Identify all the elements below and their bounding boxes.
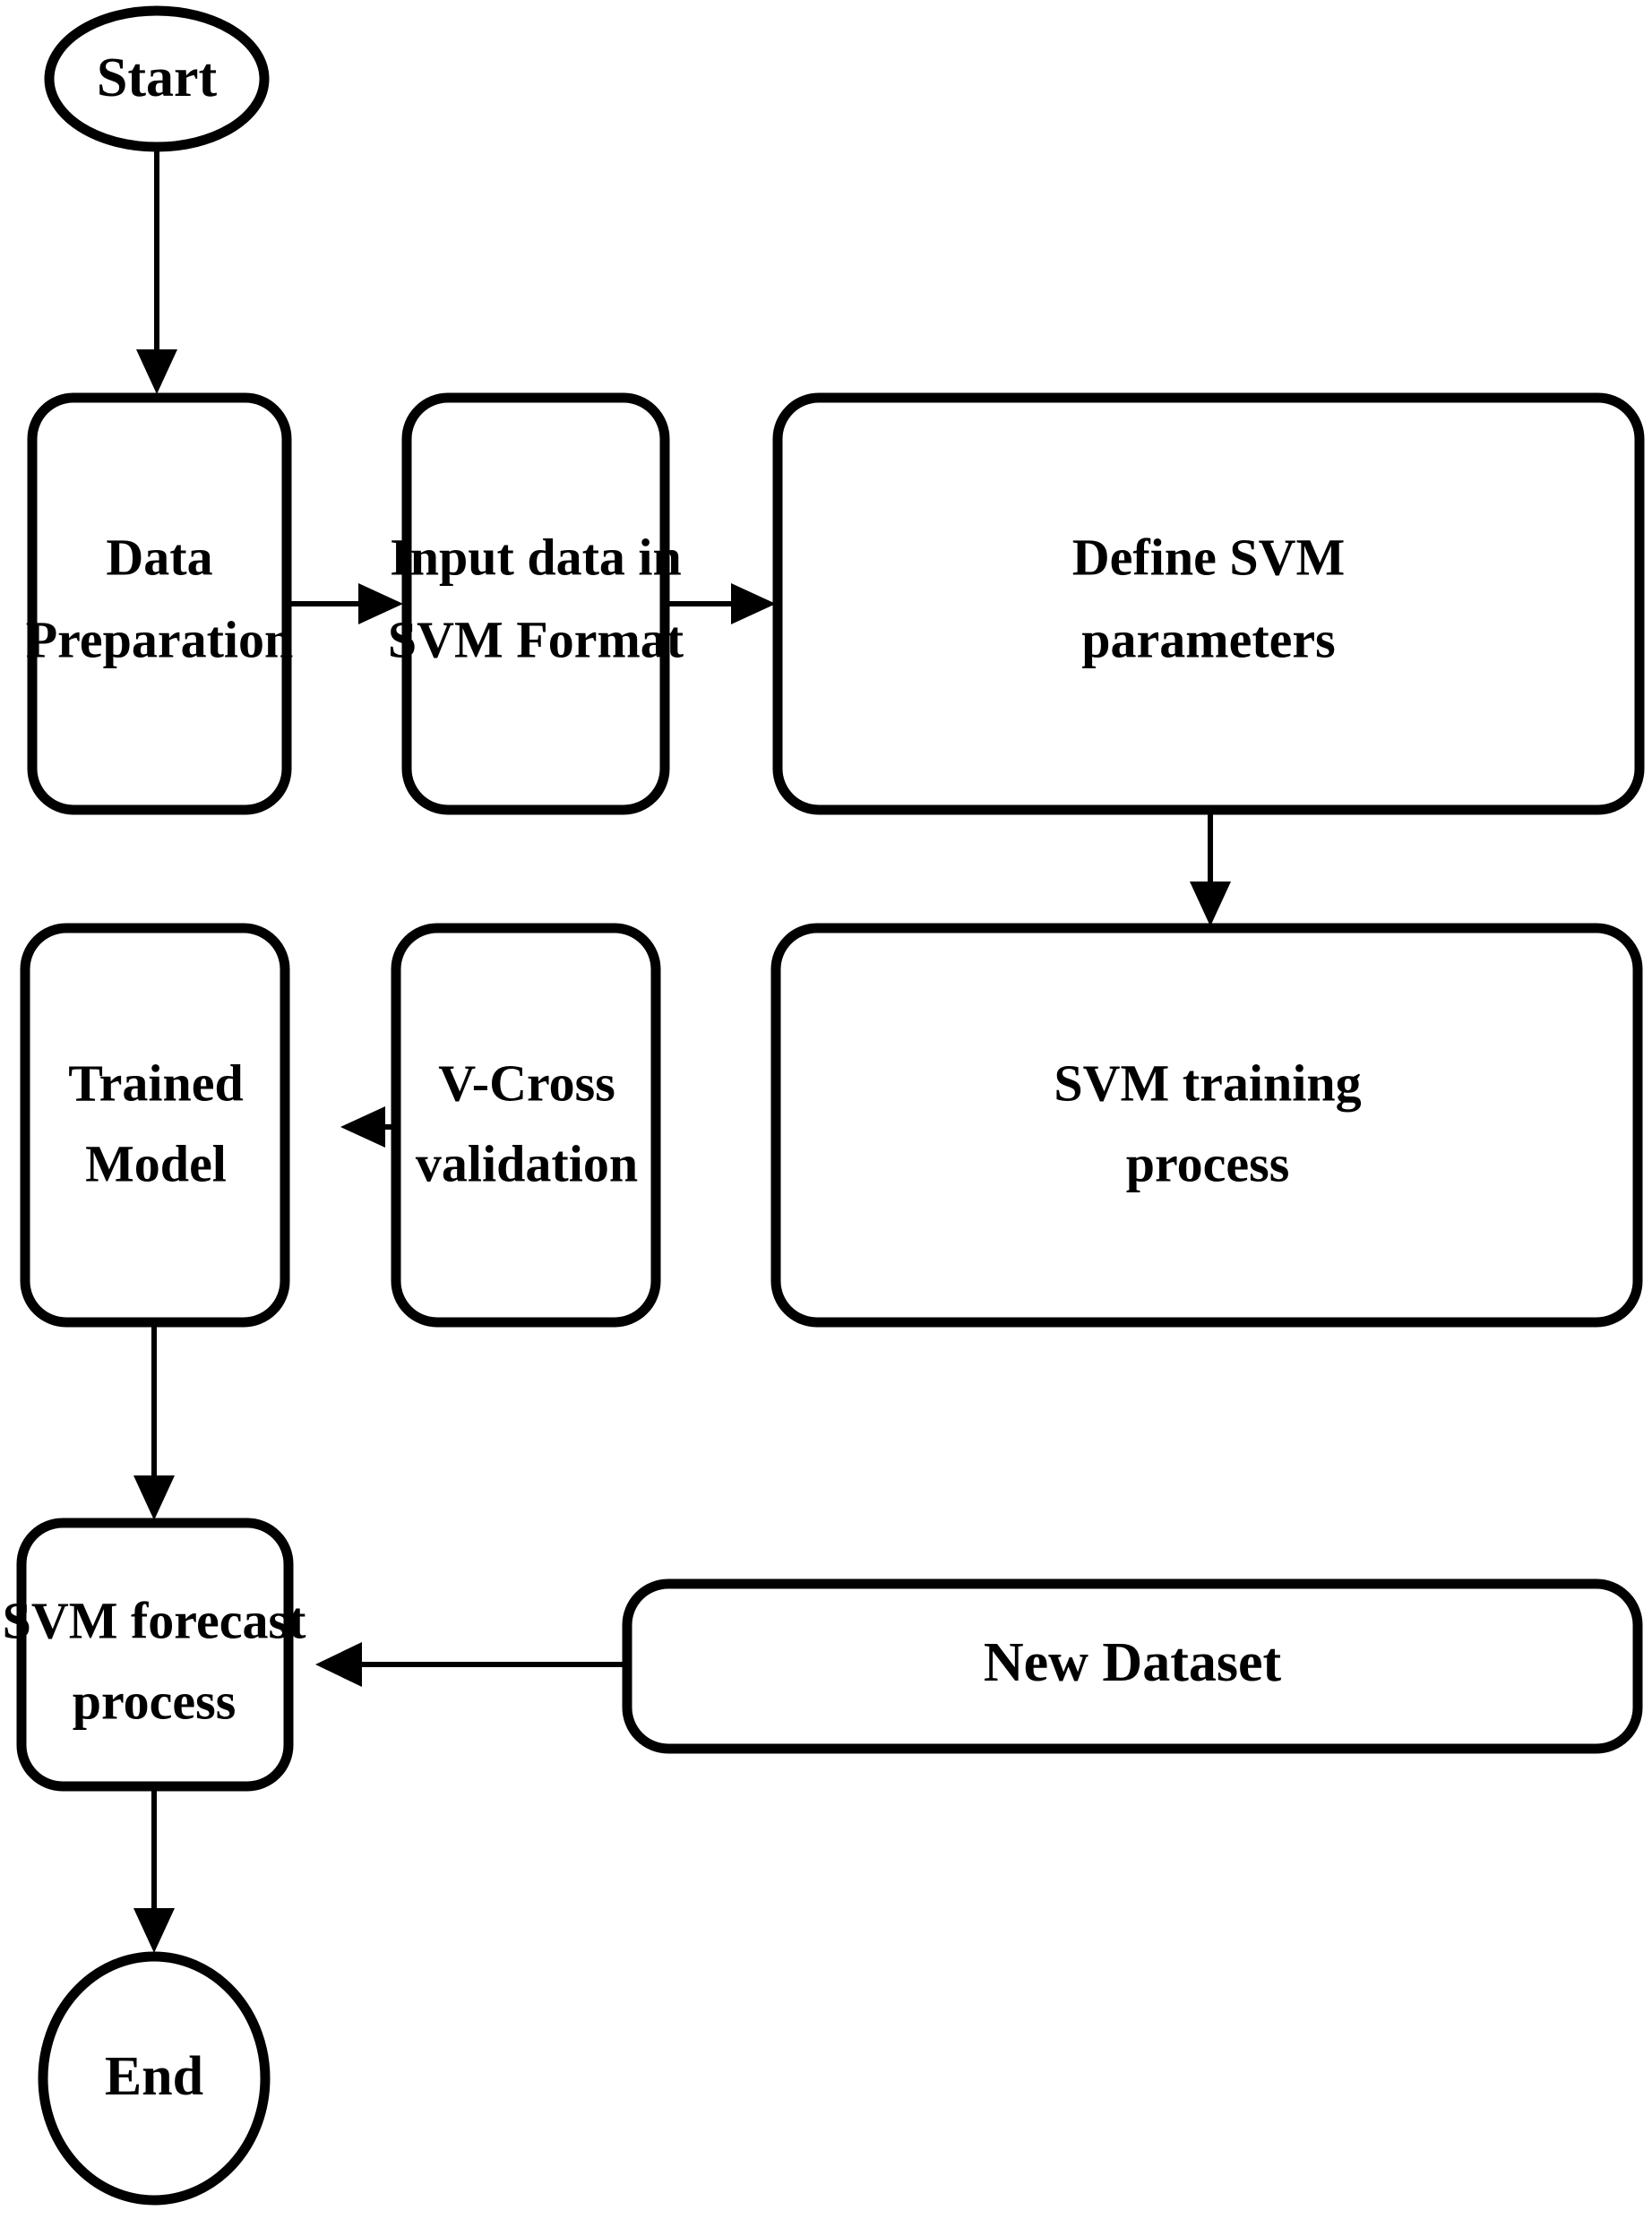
node-new-dataset[interactable]: New Dataset <box>622 1578 1643 1754</box>
node-svm-training-label-line2: process <box>1126 1134 1290 1192</box>
edge-input-data-to-define-params <box>665 583 776 624</box>
edge-start-to-data-preparation <box>136 145 177 394</box>
node-trained-model-label-line2: Model <box>85 1134 227 1192</box>
node-input-data-label-line2: SVM Format <box>388 610 684 668</box>
node-data-preparation[interactable]: Data Preparation <box>26 392 294 815</box>
node-define-params[interactable]: Define SVM parameters <box>772 392 1645 815</box>
node-cross-validation[interactable]: V-Cross validation <box>391 923 661 1328</box>
node-end-label: End <box>105 2046 203 2107</box>
node-start[interactable]: Start <box>44 5 270 152</box>
node-start-label: Start <box>97 47 218 108</box>
node-define-params-label-line2: parameters <box>1081 610 1335 668</box>
node-input-data-label-line1: Input data in <box>390 528 682 586</box>
edge-svm-forecast-to-end <box>133 1786 175 1953</box>
node-svm-training[interactable]: SVM training process <box>770 923 1643 1328</box>
node-data-preparation-label-line1: Data <box>106 528 212 586</box>
node-svm-forecast-label-line1: SVM forecast <box>3 1591 306 1649</box>
node-svm-training-label-line1: SVM training <box>1054 1054 1361 1112</box>
edge-define-params-to-svm-training <box>1190 813 1231 926</box>
node-cross-validation-label-line2: validation <box>416 1134 638 1192</box>
node-end[interactable]: End <box>38 1951 271 2206</box>
edge-data-preparation-to-input-data <box>288 583 403 624</box>
node-svm-forecast-label-line2: process <box>73 1672 237 1730</box>
node-trained-model[interactable]: Trained Model <box>20 923 290 1328</box>
node-trained-model-label-line1: Trained <box>68 1054 244 1112</box>
node-cross-validation-label-line1: V-Cross <box>438 1054 615 1112</box>
node-new-dataset-label: New Dataset <box>984 1632 1282 1693</box>
edge-new-dataset-to-svm-forecast <box>315 1642 627 1687</box>
node-define-params-label-line1: Define SVM <box>1072 528 1345 586</box>
edge-trained-model-to-svm-forecast <box>133 1322 175 1520</box>
node-svm-forecast[interactable]: SVM forecast process <box>3 1518 306 1792</box>
node-input-data[interactable]: Input data in SVM Format <box>388 392 684 815</box>
node-data-preparation-label-line2: Preparation <box>26 610 294 668</box>
